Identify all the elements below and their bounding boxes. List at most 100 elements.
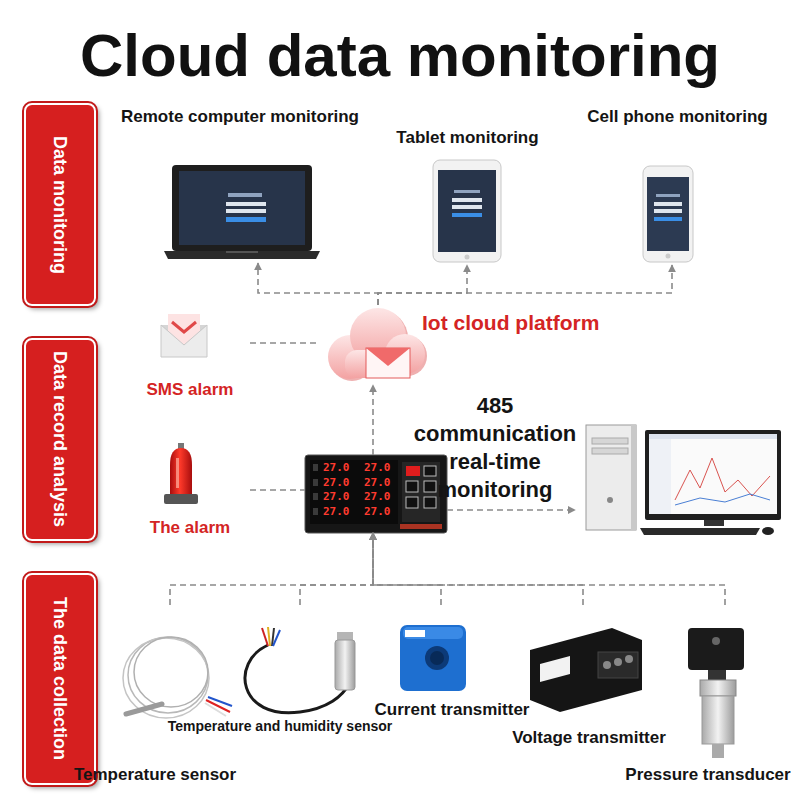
phone-illustration bbox=[666, 254, 671, 259]
cloud-illustration bbox=[328, 308, 427, 381]
display-reading: 27.0 bbox=[364, 505, 402, 520]
sms-envelope-icon bbox=[172, 322, 196, 332]
sensor-label: Current transmitter bbox=[352, 700, 552, 720]
controller-illustration bbox=[313, 479, 318, 486]
section-title: Data record analysis bbox=[50, 351, 70, 527]
laptop-node: Remote computer monitoring bbox=[100, 103, 380, 263]
laptop-illustration bbox=[226, 251, 258, 253]
computer-illustration bbox=[640, 528, 760, 535]
tablet-illustration bbox=[438, 170, 496, 252]
pressure-transducer-illustration bbox=[712, 637, 720, 645]
voltage-transmitter-illustration bbox=[598, 652, 638, 678]
pressure-transducer-illustration bbox=[688, 628, 744, 670]
laptop-illustration bbox=[179, 171, 305, 245]
display-reading: 27.0 bbox=[364, 476, 402, 491]
current-transmitter-illustration bbox=[400, 625, 466, 691]
tablet-node: Tablet monitoring bbox=[385, 125, 550, 265]
current-transmitter-illustration bbox=[405, 630, 425, 637]
dashed-connector bbox=[372, 385, 374, 455]
section-band: The data collection bbox=[24, 573, 96, 785]
controller-illustration bbox=[424, 481, 436, 492]
section-title: Data monitoring bbox=[50, 136, 70, 274]
controller-illustration bbox=[406, 466, 420, 476]
sms-alarm-node: SMS alarm bbox=[130, 310, 250, 405]
sensor-node: Temperature and humidity sensor bbox=[245, 605, 355, 735]
alarm-label: The alarm bbox=[130, 518, 250, 538]
tablet-illustration bbox=[452, 213, 482, 217]
dashed-connector bbox=[250, 489, 305, 491]
phone-illustration bbox=[643, 166, 693, 262]
device-label: Remote computer monitoring bbox=[100, 107, 380, 127]
pressure-transducer-illustration bbox=[700, 680, 736, 696]
dashed-connector bbox=[250, 342, 318, 344]
alarm-beacon-icon bbox=[170, 448, 192, 495]
humidity-sensor-illustration bbox=[273, 630, 280, 646]
display-reading: 27.0 bbox=[323, 461, 361, 476]
controller-illustration bbox=[305, 455, 447, 533]
sensor-node: Voltage transmitter bbox=[525, 605, 641, 750]
temperature-sensor-illustration bbox=[208, 697, 232, 706]
display-reading: 27.0 bbox=[364, 461, 402, 476]
computer-illustration bbox=[645, 430, 781, 520]
laptop-illustration bbox=[226, 217, 266, 222]
phone-illustration bbox=[654, 217, 682, 221]
pressure-transducer-illustration bbox=[708, 670, 726, 680]
platform-label: Iot cloud platform bbox=[422, 311, 648, 335]
computer-illustration bbox=[592, 438, 628, 444]
computer-illustration bbox=[592, 448, 628, 454]
controller-illustration bbox=[313, 493, 318, 500]
sms-envelope-icon bbox=[161, 314, 207, 357]
tablet-illustration bbox=[454, 190, 480, 193]
humidity-sensor-illustration bbox=[268, 627, 270, 646]
temperature-sensor-illustration bbox=[134, 637, 208, 707]
voltage-transmitter-illustration bbox=[603, 661, 611, 669]
controller-illustration bbox=[406, 481, 418, 492]
cloud-illustration bbox=[366, 348, 410, 366]
display-reading: 27.0 bbox=[323, 476, 361, 491]
computer-illustration bbox=[649, 434, 777, 514]
alarm-beacon-icon bbox=[164, 494, 198, 504]
dashed-connector bbox=[170, 533, 373, 605]
voltage-transmitter-illustration bbox=[530, 628, 642, 712]
phone-illustration bbox=[654, 209, 682, 213]
voltage-transmitter-illustration bbox=[540, 656, 570, 682]
humidity-sensor-illustration bbox=[335, 640, 355, 690]
sensor-label: Voltage transmitter bbox=[489, 728, 689, 748]
current-transmitter-illustration bbox=[400, 625, 466, 691]
tablet-illustration bbox=[452, 198, 482, 202]
phone-node: Cell phone monitoring bbox=[570, 103, 785, 265]
phone-illustration bbox=[647, 177, 689, 251]
computer-illustration bbox=[586, 425, 781, 535]
sensor-node: Temperature sensor bbox=[110, 605, 230, 790]
section-title: The data collection bbox=[50, 597, 70, 760]
tablet-illustration bbox=[433, 160, 501, 262]
humidity-sensor-illustration bbox=[262, 628, 268, 646]
dashed-connector bbox=[373, 533, 441, 605]
display-reading: 27.0 bbox=[364, 490, 402, 505]
voltage-transmitter-illustration bbox=[625, 655, 633, 663]
display-reading: 27.0 bbox=[323, 505, 361, 520]
tablet-illustration bbox=[433, 160, 501, 262]
alarm-beacon-icon bbox=[176, 458, 179, 488]
computer-illustration bbox=[762, 527, 774, 535]
device-label: Tablet monitoring bbox=[365, 128, 570, 148]
laptop-illustration bbox=[228, 193, 262, 197]
voltage-transmitter-illustration bbox=[530, 628, 642, 712]
dashed-connector bbox=[447, 509, 575, 511]
controller-illustration bbox=[313, 464, 318, 471]
computer-illustration bbox=[675, 458, 770, 500]
alarm-node: The alarm bbox=[130, 445, 250, 545]
controller-illustration bbox=[400, 524, 442, 529]
computer-illustration bbox=[631, 425, 637, 530]
sensor-label: Temperature and humidity sensor bbox=[160, 716, 400, 736]
laptop-illustration bbox=[226, 202, 266, 206]
phone-illustration bbox=[643, 166, 693, 262]
temperature-sensor-illustration bbox=[123, 638, 209, 718]
voltage-transmitter-illustration bbox=[614, 658, 622, 666]
temperature-sensor-illustration bbox=[123, 637, 232, 718]
dashed-connector bbox=[373, 533, 583, 605]
section-band: Data monitoring bbox=[24, 103, 96, 306]
cloud-illustration bbox=[366, 348, 410, 378]
dashed-connector bbox=[300, 533, 373, 605]
